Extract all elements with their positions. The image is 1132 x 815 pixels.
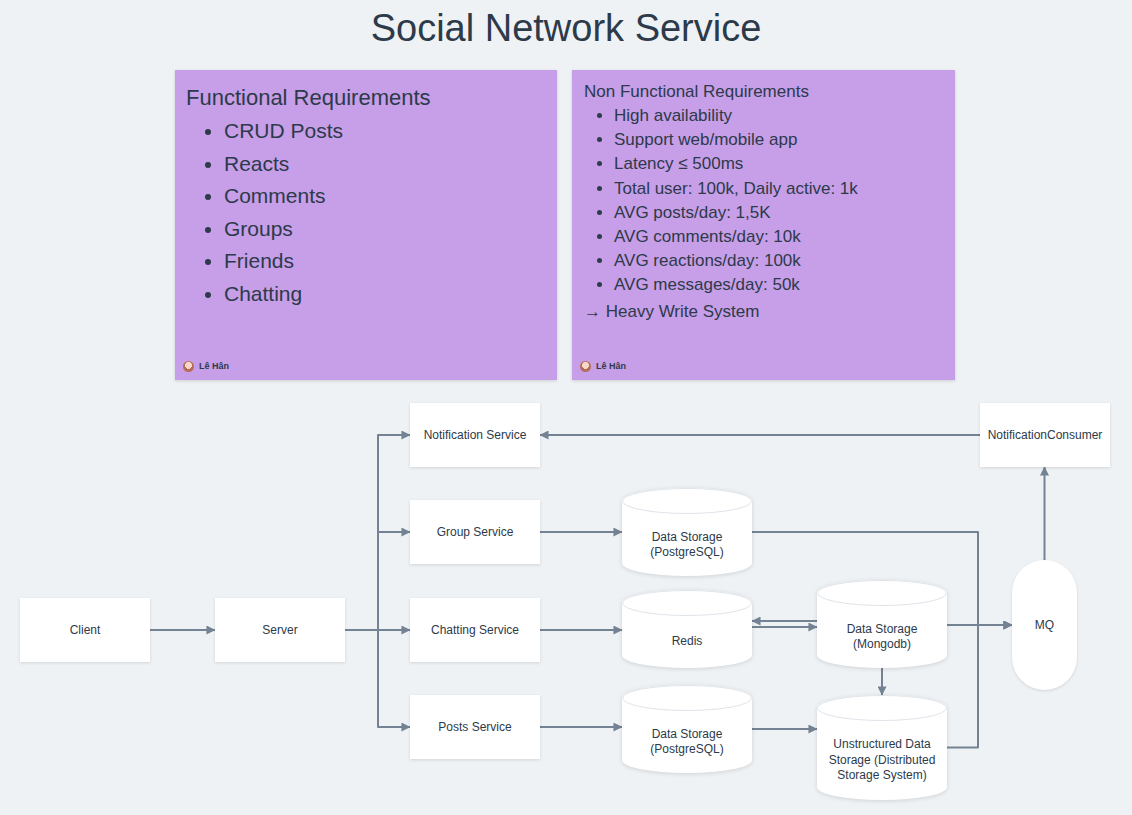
service-box: Posts Service — [410, 695, 540, 759]
bullet-item: High availability — [614, 104, 943, 128]
node-label: Posts Service — [438, 720, 511, 735]
node-label-group: NotificationConsumer — [988, 428, 1103, 443]
bullet-item: Reacts — [224, 148, 546, 181]
node-label-group: Server — [262, 623, 297, 638]
bullet-item: Friends — [224, 245, 546, 278]
flow-arrow — [752, 626, 817, 628]
node-label: NotificationConsumer — [988, 428, 1103, 443]
flow-arrow — [345, 630, 410, 727]
cylinder-body — [622, 488, 752, 576]
flow-arrow — [1044, 467, 1046, 560]
node-label-group: Redis — [672, 634, 703, 650]
database-cylinder: Data Storage (PostgreSQL) — [622, 685, 752, 773]
node-label: Server — [262, 623, 297, 638]
bullet-list: High availabilitySupport web/mobile appL… — [584, 104, 943, 298]
node-label: Data Storage (Mongodb) — [823, 622, 941, 653]
node-label-group: Data Storage (PostgreSQL) — [628, 727, 746, 758]
cache-cylinder: Redis — [622, 590, 752, 668]
diagram-title: Social Network Service — [0, 5, 1132, 51]
cylinder-body — [622, 685, 752, 773]
cylinder-body — [622, 590, 752, 668]
node-label: Data Storage (PostgreSQL) — [628, 530, 746, 561]
node-label: Notification Service — [424, 428, 527, 443]
node-label-group: Notification Service — [424, 428, 527, 443]
bullet-item: Total user: 100k, Daily active: 1k — [614, 177, 943, 201]
flow-arrow — [947, 625, 1012, 748]
database-cylinder: Data Storage (Mongodb) — [817, 580, 947, 668]
consumer-box: NotificationConsumer — [980, 403, 1110, 467]
flow-arrow — [345, 532, 410, 630]
service-box: Chatting Service — [410, 598, 540, 662]
bullet-item: Groups — [224, 213, 546, 246]
node-label: Group Service — [437, 525, 514, 540]
bullet-item: AVG posts/day: 1,5K — [614, 201, 943, 225]
bullet-item: Chatting — [224, 278, 546, 311]
server-box: Server — [215, 598, 345, 662]
cylinder-top — [818, 696, 947, 721]
node-label: MQ — [1035, 618, 1054, 633]
cylinder-top — [623, 686, 752, 711]
cylinder-outline — [622, 590, 752, 668]
node-label: Unstructured Data Storage (Distributed S… — [823, 737, 941, 784]
node-label-group: Posts Service — [438, 720, 511, 735]
flow-arrow — [345, 435, 410, 630]
node-label-group: Data Storage (Mongodb) — [823, 622, 941, 653]
flow-arrow — [150, 629, 215, 631]
flow-arrow — [540, 726, 622, 728]
bullet-item: Comments — [224, 180, 546, 213]
node-label: Redis — [672, 634, 703, 650]
cylinder-body — [817, 580, 947, 668]
node-label-group: Unstructured Data Storage (Distributed S… — [823, 737, 941, 784]
author-tag: Lê Hân — [183, 360, 229, 372]
flow-arrow — [540, 434, 980, 436]
node-label-group: Group Service — [437, 525, 514, 540]
cylinder-top — [623, 489, 752, 514]
note-text: → Heavy Write System — [584, 300, 943, 324]
node-label-group: Chatting Service — [431, 623, 519, 638]
node-label: Chatting Service — [431, 623, 519, 638]
requirements-note: Non Functional RequirementsHigh availabi… — [572, 70, 955, 380]
flow-arrow — [881, 668, 883, 695]
flow-arrow — [540, 629, 622, 631]
client-box: Client — [20, 598, 150, 662]
storage-cylinder: Unstructured Data Storage (Distributed S… — [817, 695, 947, 800]
queue-box: MQ — [1012, 560, 1077, 690]
cylinder-body — [817, 695, 947, 800]
cylinder-top — [818, 581, 947, 606]
bullet-item: AVG reactions/day: 100k — [614, 249, 943, 273]
node-label-group: MQ — [1035, 618, 1054, 633]
cylinder-top — [623, 591, 752, 616]
note-heading: Functional Requirements — [186, 84, 546, 112]
node-label: Data Storage (PostgreSQL) — [628, 727, 746, 758]
node-label: Client — [70, 623, 101, 638]
flow-arrow — [540, 531, 622, 533]
bullet-item: Latency ≤ 500ms — [614, 152, 943, 176]
flow-arrow — [752, 728, 817, 730]
author-tag: Lê Hân — [580, 360, 626, 372]
service-box: Notification Service — [410, 403, 540, 467]
node-label-group: Client — [70, 623, 101, 638]
note-heading: Non Functional Requirements — [584, 82, 943, 102]
service-box: Group Service — [410, 500, 540, 564]
bullet-item: AVG messages/day: 50k — [614, 273, 943, 297]
flow-arrow — [752, 620, 817, 622]
bullet-item: Support web/mobile app — [614, 128, 943, 152]
database-cylinder: Data Storage (PostgreSQL) — [622, 488, 752, 576]
requirements-note: Functional RequirementsCRUD PostsReactsC… — [175, 70, 557, 380]
bullet-item: CRUD Posts — [224, 115, 546, 148]
bullet-list: CRUD PostsReactsCommentsGroupsFriendsCha… — [186, 115, 546, 310]
node-label-group: Data Storage (PostgreSQL) — [628, 530, 746, 561]
bullet-item: AVG comments/day: 10k — [614, 225, 943, 249]
